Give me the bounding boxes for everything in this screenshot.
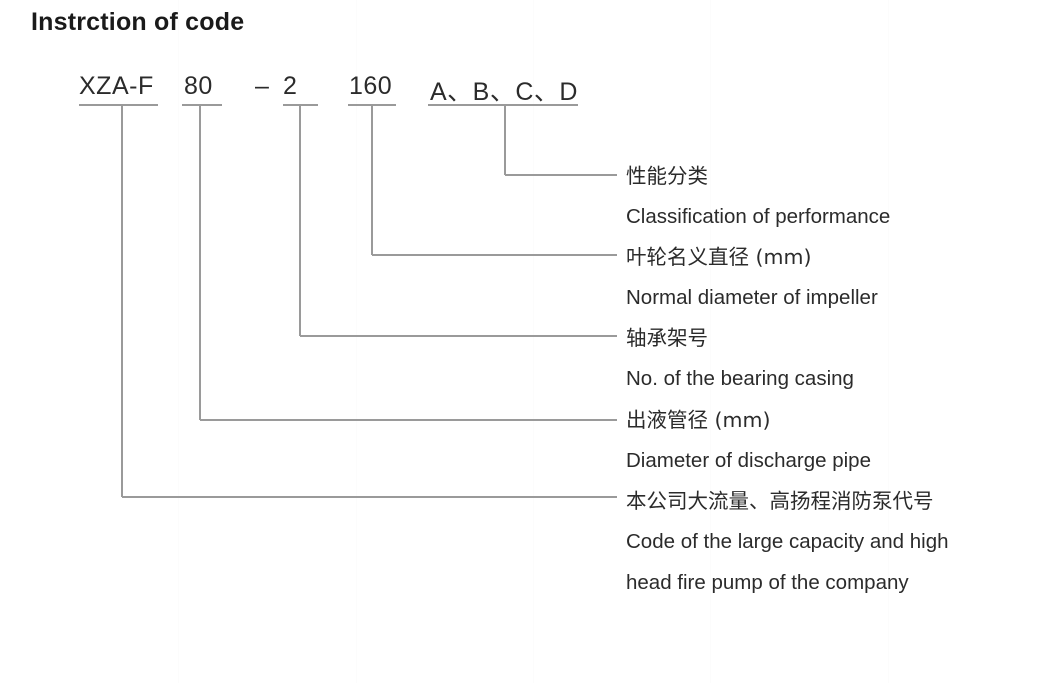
code-segment-series: XZA-F <box>79 72 154 100</box>
page-title: Instrction of code <box>31 8 245 36</box>
impeller-normal-diameter-en: Normal diameter of impeller <box>626 286 878 309</box>
code-segment-performance-class: A、B、C、D <box>430 78 578 106</box>
company-pump-code-en: Code of the large capacity and high <box>626 530 949 553</box>
code-separator-dash: – <box>255 72 269 100</box>
bearing-casing-number-en: No. of the bearing casing <box>626 367 854 390</box>
background-seam <box>533 0 534 683</box>
company-pump-code-cn: 本公司大流量、高扬程消防泵代号 <box>626 489 934 513</box>
code-segment-discharge-diameter: 80 <box>184 72 213 100</box>
bearing-casing-number-cn: 轴承架号 <box>626 326 708 350</box>
performance-classification-cn: 性能分类 <box>626 164 708 188</box>
background-seam <box>710 0 711 683</box>
background-seam <box>178 0 179 683</box>
discharge-pipe-diameter-cn: 出液管径 (mm) <box>626 408 771 432</box>
background-seam <box>888 0 889 683</box>
code-segment-impeller-diameter: 160 <box>349 72 393 100</box>
impeller-normal-diameter-cn: 叶轮名义直径 (mm) <box>626 245 812 269</box>
code-segment-bearing-no: 2 <box>283 72 298 100</box>
discharge-pipe-diameter-en: Diameter of discharge pipe <box>626 449 871 472</box>
performance-classification-en: Classification of performance <box>626 205 891 228</box>
company-pump-code-en-cont: head fire pump of the company <box>626 571 909 594</box>
background-seam <box>356 0 357 683</box>
